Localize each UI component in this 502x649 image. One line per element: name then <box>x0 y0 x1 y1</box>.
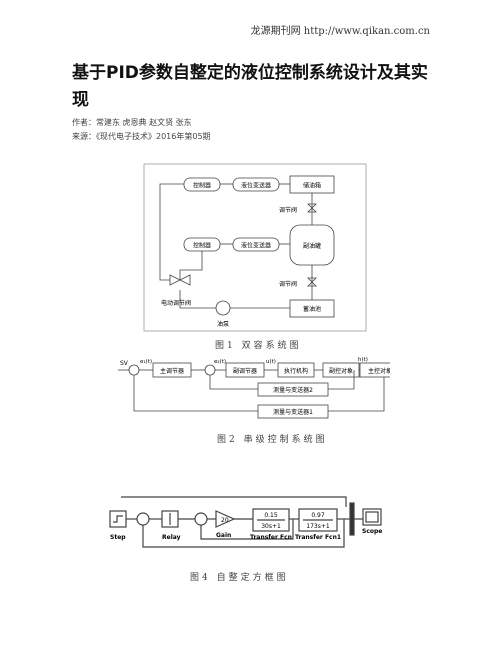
trans1-label: 液位变送器 <box>241 182 271 190</box>
main-obj-label: 主控对象 <box>368 367 390 375</box>
figure2-diagram: SV e₁(t) 主调节器 e₂(t) 副调节器 u(t) 执行机构 副控对象 … <box>118 357 390 419</box>
e1-label: e₁(t) <box>140 359 152 365</box>
pump-label: 油泵 <box>217 320 229 328</box>
meas1-label: 测量与变送器1 <box>273 408 313 416</box>
article-source: 来源：《现代电子技术》2016年第05期 <box>72 132 211 141</box>
u-label: u(t) <box>266 359 276 365</box>
gain-val-label: 20 <box>221 517 229 524</box>
gain-label: Gain <box>216 532 231 539</box>
ctrl2-label: 控制器 <box>193 242 211 250</box>
main-reg-label: 主调节器 <box>160 367 184 375</box>
figure4-diagram: Step Relay 20 Gain 0.15 30s+1 Transfer F… <box>109 496 382 548</box>
figure2-caption: 图2 串级控制系统图 <box>217 435 328 445</box>
relay-label: Relay <box>162 534 181 541</box>
journal-header: 龙源期刊网 http://www.qikan.com.cn <box>250 26 430 37</box>
ctrl1-box <box>183 177 221 192</box>
trans1-box <box>232 177 280 192</box>
actuator-label: 执行机构 <box>284 367 308 375</box>
tank-top-label: 储油箱 <box>303 182 321 190</box>
step-label: Step <box>110 534 126 541</box>
pool-label: 蓄油池 <box>303 305 321 313</box>
trans2-box <box>232 237 280 252</box>
sub-obj-label: 副控对象 <box>329 367 353 375</box>
tf1-label: Transfer Fcn <box>250 534 292 541</box>
figure1-caption: 图1 双容系统图 <box>215 341 302 351</box>
meas2-label: 测量与变送器2 <box>273 386 313 394</box>
tf1-num-label: 0.15 <box>264 512 278 519</box>
figure1-diagram: 控制器 液位变送器 储油箱 调节阀 控制器 液位变送器 副油罐 调节阀 电动调节… <box>143 163 367 332</box>
article-title: 基于PID参数自整定的液位控制系统设计及其实现 <box>72 63 428 110</box>
trans2-label: 液位变送器 <box>241 242 271 250</box>
sv-label: SV <box>120 360 129 367</box>
h-label: h(t) <box>358 357 368 363</box>
sub-reg-label: 副调节器 <box>233 367 257 375</box>
tf2-den-label: 173s+1 <box>306 523 330 530</box>
scope-label: Scope <box>362 528 382 535</box>
tank-mid-label: 副油罐 <box>303 242 321 250</box>
article-authors: 作者：常建东 虎恩典 赵文贤 张东 <box>72 118 192 127</box>
pump-shape <box>215 300 231 316</box>
e-valve-label: 电动调节阀 <box>161 299 191 307</box>
tf2-label: Transfer Fcn1 <box>295 534 341 541</box>
tf1-den-label: 30s+1 <box>261 523 281 530</box>
e2-label: e₂(t) <box>214 359 226 365</box>
valve2-label: 调节阀 <box>279 280 297 288</box>
valve1-label: 调节阀 <box>279 206 297 214</box>
ctrl1-label: 控制器 <box>193 182 211 190</box>
tf2-num-label: 0.97 <box>311 512 325 519</box>
figure4-caption: 图4 自整定方框图 <box>190 573 289 583</box>
